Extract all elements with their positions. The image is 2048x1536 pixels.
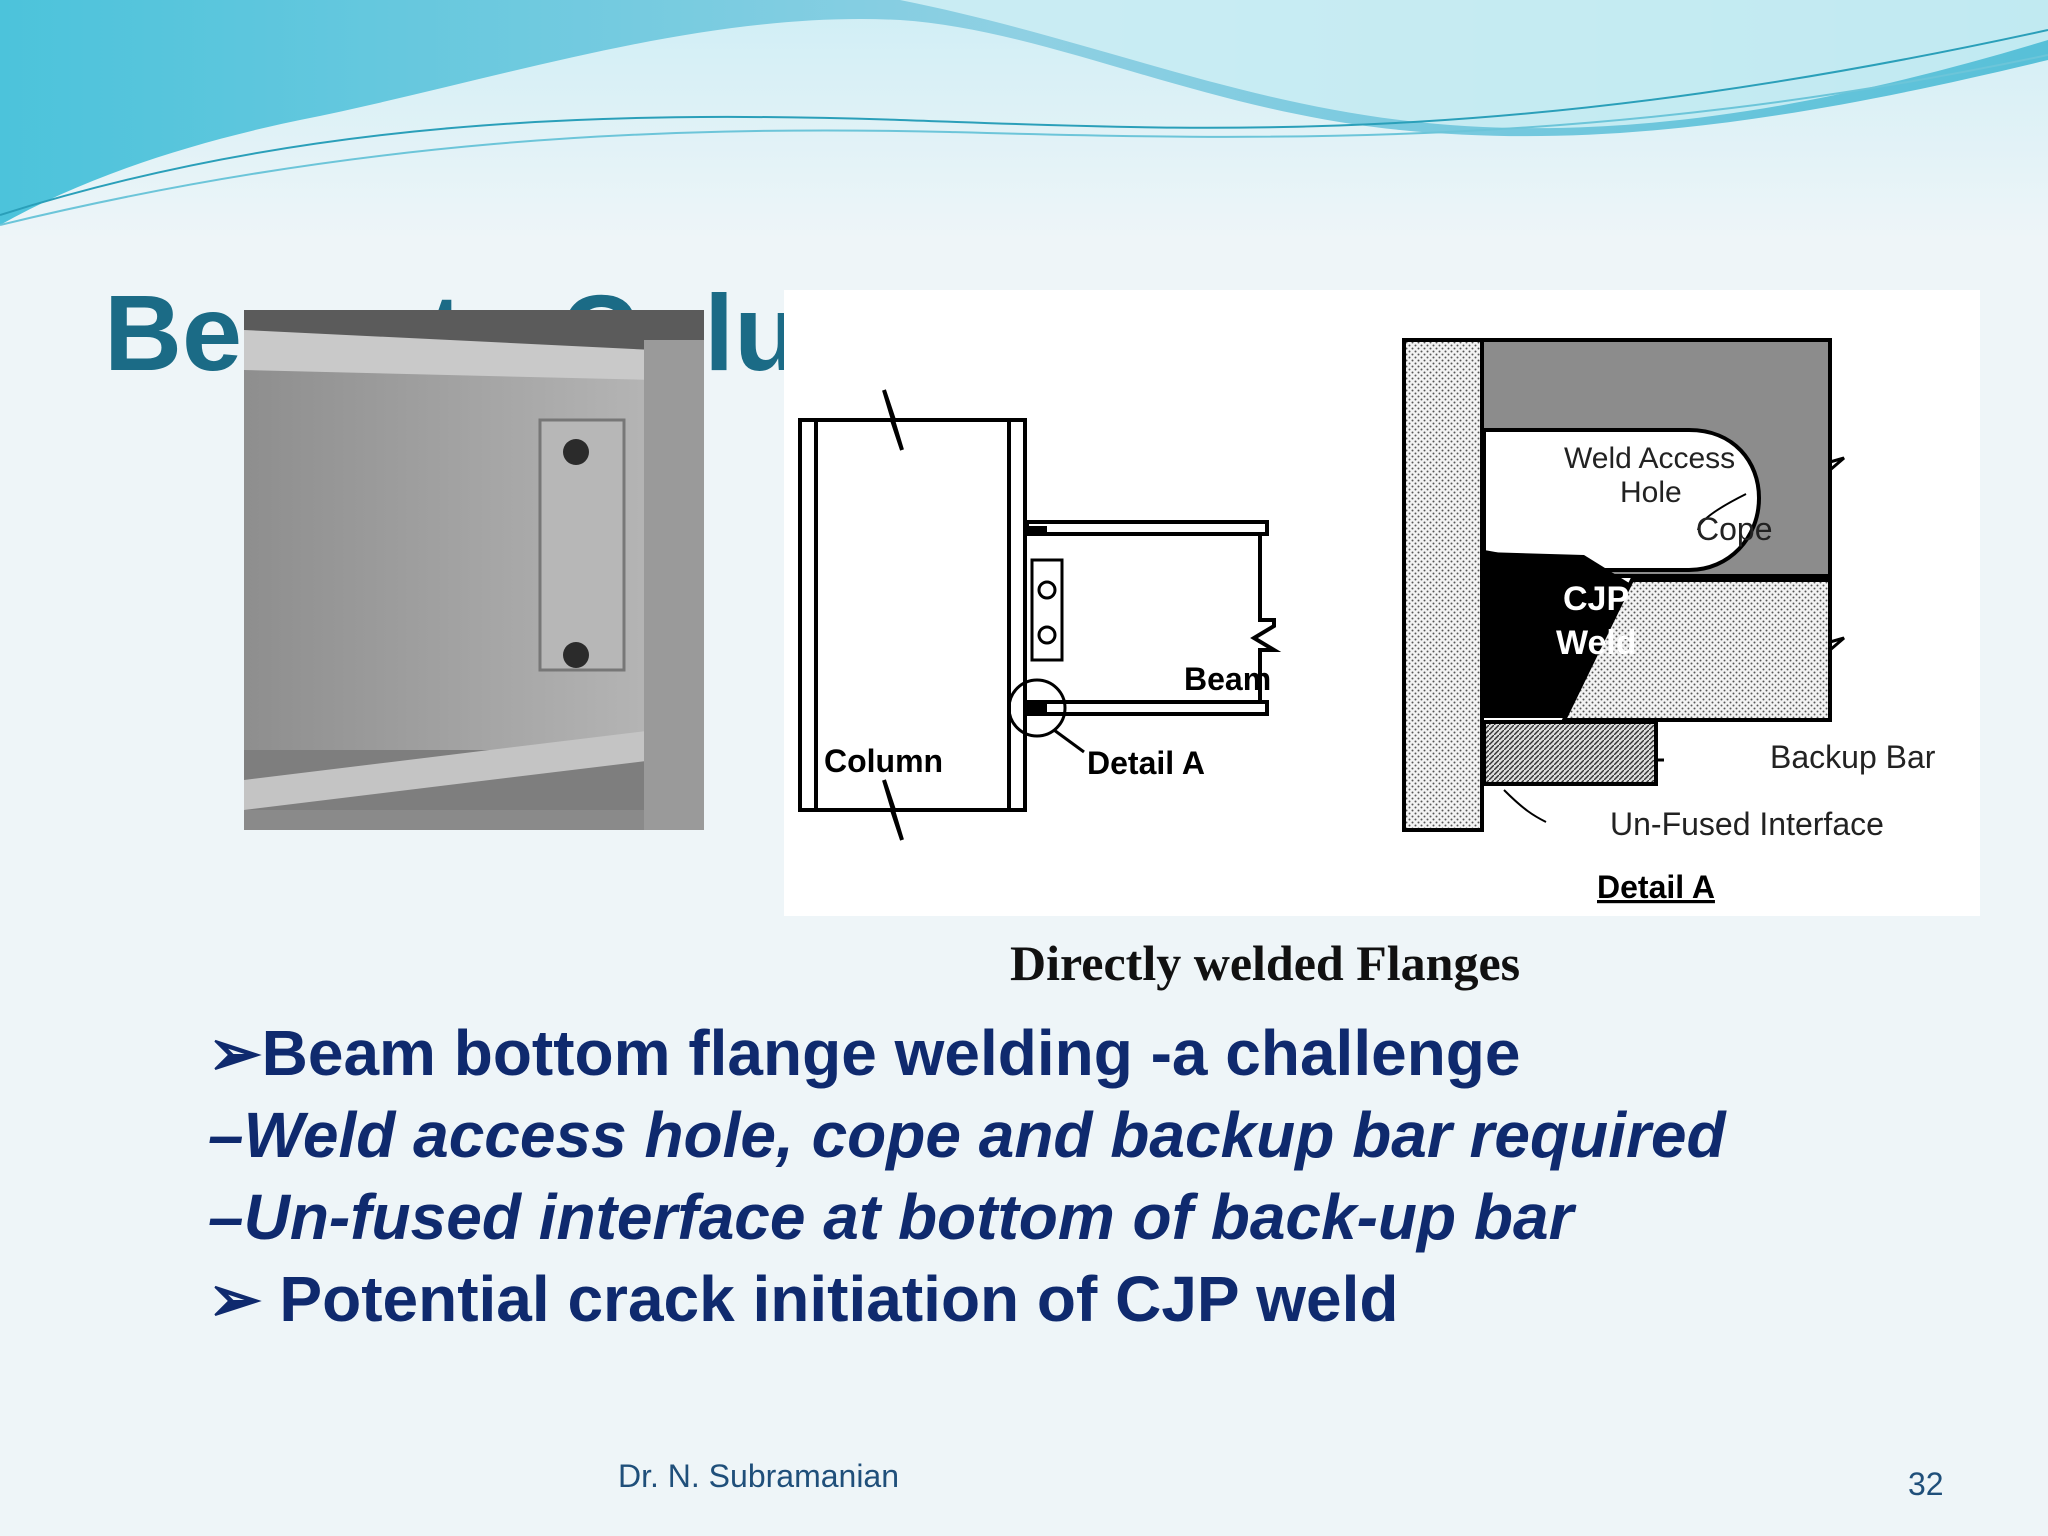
- bullet-2: –Weld access hole, cope and backup bar r…: [208, 1098, 1726, 1172]
- figure-caption: Directly welded Flanges: [1010, 935, 1521, 991]
- bullet-1: ➢Beam bottom flange welding -a challenge: [208, 1016, 1520, 1091]
- bullet-3-marker: –: [208, 1181, 244, 1253]
- bullet-1-marker: ➢: [208, 1017, 262, 1089]
- detail-a-callout: Detail A: [1087, 745, 1205, 781]
- detail-a-title: Detail A: [1597, 869, 1715, 905]
- bullet-4: ➢ Potential crack initiation of CJP weld: [208, 1262, 1398, 1337]
- cjp-label-1: CJP: [1563, 580, 1629, 618]
- bullet-4-text: Potential crack initiation of CJP weld: [279, 1263, 1399, 1335]
- access-hole-label-2: Hole: [1620, 476, 1682, 509]
- detail-a-drawing: [1402, 338, 1845, 832]
- footer-author: Dr. N. Subramanian: [618, 1458, 900, 1494]
- cope-label: Cope: [1696, 511, 1773, 547]
- connection-diagram: Beam Column Detail A Weld Access Hole Co…: [784, 290, 1980, 916]
- bullet-2-text: Weld access hole, cope and backup bar re…: [243, 1099, 1726, 1171]
- connection-photo: [244, 310, 704, 830]
- beam-elevation: [1007, 520, 1282, 754]
- bullet-4-marker: ➢: [208, 1263, 280, 1335]
- column-label: Column: [824, 743, 943, 779]
- access-hole-label-1: Weld Access: [1564, 442, 1735, 475]
- bullet-3-text: Un-fused interface at bottom of back-up …: [243, 1181, 1574, 1253]
- bullet-2-marker: –: [208, 1099, 244, 1171]
- backup-bar-label: Backup Bar: [1770, 739, 1936, 775]
- bullet-1-text: Beam bottom flange welding -a challenge: [261, 1017, 1521, 1089]
- cjp-label-2: Weld: [1556, 624, 1637, 662]
- header-wave-decoration: [0, 0, 2048, 240]
- beam-label: Beam: [1184, 661, 1271, 697]
- page-number: 32: [1908, 1466, 1944, 1502]
- bullet-3: –Un-fused interface at bottom of back-up…: [208, 1180, 1573, 1254]
- unfused-interface-label: Un-Fused Interface: [1610, 806, 1884, 842]
- column-elevation: [798, 389, 1027, 841]
